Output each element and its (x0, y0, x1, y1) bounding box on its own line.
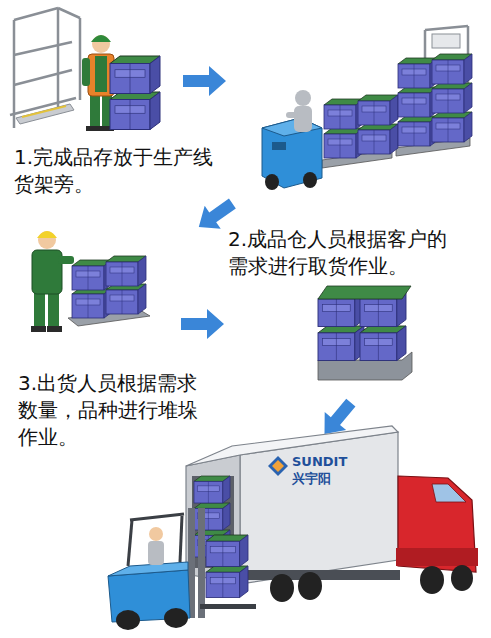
flow-arrow (181, 309, 224, 339)
logo-text: 兴宇阳 (292, 470, 382, 488)
truck (298, 572, 322, 600)
crate-stack (110, 56, 160, 94)
worker (37, 231, 57, 238)
truck (194, 476, 230, 503)
production-shelf (22, 106, 66, 117)
worker (86, 126, 100, 131)
production-shelf (13, 20, 16, 128)
worker (38, 231, 56, 249)
truck (240, 432, 398, 584)
worker (95, 56, 107, 92)
forklift (149, 527, 163, 541)
cart-load (432, 112, 472, 142)
truck (396, 548, 478, 566)
forklift (200, 604, 256, 609)
tugger-vehicle (286, 112, 298, 118)
forklift (108, 562, 188, 576)
logo-text: SUNDIT (292, 453, 382, 471)
forklift (108, 508, 256, 630)
worker (92, 35, 110, 53)
truck (432, 484, 466, 502)
step-caption: 3.出货人员根据需求数量，品种进行堆垛作业。 (18, 370, 214, 451)
worker (82, 35, 114, 131)
crate-stack (110, 92, 160, 130)
cart-load (432, 54, 472, 84)
forklift (180, 516, 182, 562)
tugger-vehicle (265, 174, 279, 190)
worker (47, 326, 62, 332)
tugger-vehicle (303, 172, 317, 188)
tugger-vehicle (294, 106, 312, 132)
forklift (130, 514, 184, 520)
cart-load (432, 83, 472, 113)
forklift (116, 610, 140, 630)
crate-stack (110, 56, 160, 130)
pallet-stack (106, 284, 146, 314)
forklift (206, 535, 248, 567)
forklift (198, 508, 205, 618)
forklift (128, 520, 132, 566)
production-shelf (14, 42, 72, 55)
worker (31, 231, 74, 332)
truck (451, 565, 473, 591)
logo-mark (268, 456, 288, 476)
logo-mark (272, 460, 284, 472)
tugger-vehicle (272, 142, 286, 150)
truck (186, 426, 478, 602)
pallet-stack (318, 326, 364, 361)
step-caption: 1.完成品存放于生产线货架旁。 (14, 144, 214, 198)
production-shelf (79, 18, 82, 100)
forklift (164, 608, 188, 628)
worker (82, 58, 90, 86)
pallet-stack (360, 326, 406, 361)
worker (91, 35, 111, 42)
tugger-vehicle (295, 90, 311, 106)
rack-frame (432, 34, 460, 48)
cart-load (358, 124, 398, 154)
truck (270, 574, 294, 602)
pallet-stack (68, 256, 150, 326)
worker (48, 290, 59, 328)
worker (34, 290, 45, 328)
cart-load (322, 54, 472, 168)
forklift (148, 541, 164, 565)
forklift (206, 566, 248, 598)
worker (31, 326, 46, 332)
pallet-stack (106, 256, 146, 286)
production-shelf (10, 8, 80, 128)
pallet-stack (318, 286, 411, 299)
step-caption: 2.成品仓人员根据客户的需求进行取货作业。 (228, 226, 464, 280)
rack-frame (425, 26, 468, 30)
worker (32, 250, 62, 294)
worker (58, 256, 74, 264)
production-shelf (57, 8, 60, 112)
worker (90, 92, 100, 128)
tugger-vehicle (262, 118, 322, 136)
production-shelf (14, 8, 58, 20)
flow-arrow (183, 66, 226, 96)
logo-mark (268, 456, 288, 476)
truck (420, 566, 444, 594)
production-shelf (14, 70, 72, 85)
cart-load (358, 95, 398, 125)
pallet-stack (318, 286, 412, 380)
tugger-vehicle (262, 90, 322, 190)
production-shelf (16, 104, 74, 124)
production-shelf (58, 8, 80, 18)
